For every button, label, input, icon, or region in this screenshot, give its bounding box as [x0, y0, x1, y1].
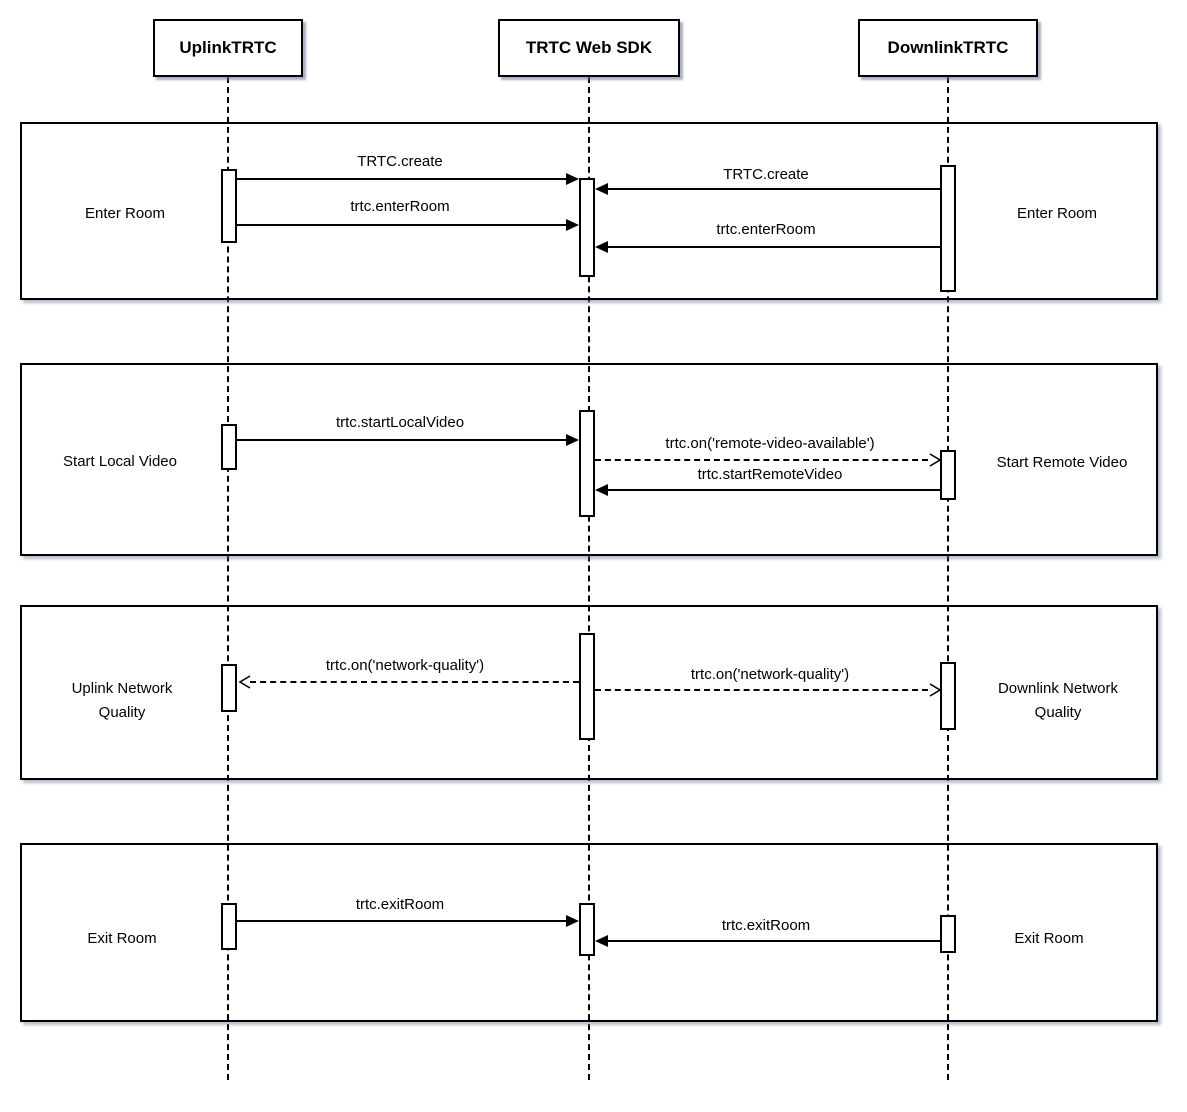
message-line: [608, 188, 940, 190]
message-label: trtc.on('network-quality'): [690, 666, 850, 683]
activation-uplink-s1: [221, 169, 237, 243]
message-label: trtc.exitRoom: [721, 917, 811, 934]
message-label: trtc.on('network-quality'): [325, 657, 485, 674]
message-line: [608, 940, 940, 942]
activation-sdk-s4: [579, 903, 595, 956]
frame-network-quality: [20, 605, 1158, 780]
arrowhead-filled-left-icon: [595, 241, 608, 253]
message-line: [237, 224, 567, 226]
message-line-dashed: [595, 689, 928, 691]
frame-exit-room: [20, 843, 1158, 1022]
message-line: [608, 246, 940, 248]
arrowhead-filled-right-icon: [566, 915, 579, 927]
actor-downlink-label: DownlinkTRTC: [887, 38, 1009, 57]
actor-sdk-label: TRTC Web SDK: [525, 38, 653, 57]
message-label: trtc.exitRoom: [355, 896, 445, 913]
message-label: trtc.enterRoom: [350, 198, 450, 215]
lifeline-sdk: [588, 77, 590, 1080]
arrowhead-filled-left-icon: [595, 484, 608, 496]
message-label: TRTC.create: [357, 153, 443, 170]
arrowhead-open-left-icon: [238, 675, 251, 689]
arrowhead-filled-right-icon: [566, 219, 579, 231]
section4-right-label: Exit Room: [1014, 930, 1084, 947]
message-line: [237, 178, 567, 180]
message-line-dashed: [250, 681, 579, 683]
activation-downlink-s1: [940, 165, 956, 292]
activation-downlink-s2: [940, 450, 956, 500]
message-line: [237, 439, 567, 441]
message-line: [237, 920, 567, 922]
lifeline-uplink: [227, 77, 229, 1080]
activation-downlink-s4: [940, 915, 956, 953]
activation-sdk-s2: [579, 410, 595, 517]
activation-sdk-s1: [579, 178, 595, 277]
activation-uplink-s2: [221, 424, 237, 470]
message-line: [608, 489, 940, 491]
section1-right-label: Enter Room: [1016, 205, 1098, 222]
activation-downlink-s3: [940, 662, 956, 730]
actor-uplink-trtc: UplinkTRTC: [153, 19, 303, 77]
activation-uplink-s4: [221, 903, 237, 950]
message-label: TRTC.create: [723, 166, 809, 183]
section4-left-label: Exit Room: [87, 930, 157, 947]
section2-right-label: Start Remote Video: [996, 454, 1128, 471]
message-label: trtc.enterRoom: [716, 221, 816, 238]
activation-uplink-s3: [221, 664, 237, 712]
arrowhead-open-right-icon: [929, 683, 942, 697]
actor-downlink-trtc: DownlinkTRTC: [858, 19, 1038, 77]
actor-uplink-label: UplinkTRTC: [179, 38, 277, 57]
frame-start-video: [20, 363, 1158, 556]
actor-trtc-web-sdk: TRTC Web SDK: [498, 19, 680, 77]
arrowhead-filled-right-icon: [566, 434, 579, 446]
lifeline-downlink: [947, 77, 949, 1080]
section3-right-label: Downlink Network Quality: [997, 680, 1119, 721]
message-label: trtc.on('remote-video-available'): [665, 435, 875, 452]
message-label: trtc.startLocalVideo: [335, 414, 465, 431]
section3-left-label: Uplink Network Quality: [71, 680, 173, 721]
arrowhead-filled-right-icon: [566, 173, 579, 185]
frame-enter-room: [20, 122, 1158, 300]
arrowhead-filled-left-icon: [595, 183, 608, 195]
section1-left-label: Enter Room: [84, 205, 166, 222]
message-line-dashed: [595, 459, 928, 461]
activation-sdk-s3: [579, 633, 595, 740]
message-label: trtc.startRemoteVideo: [697, 466, 843, 483]
arrowhead-open-right-icon: [929, 453, 942, 467]
section2-left-label: Start Local Video: [63, 453, 177, 470]
arrowhead-filled-left-icon: [595, 935, 608, 947]
